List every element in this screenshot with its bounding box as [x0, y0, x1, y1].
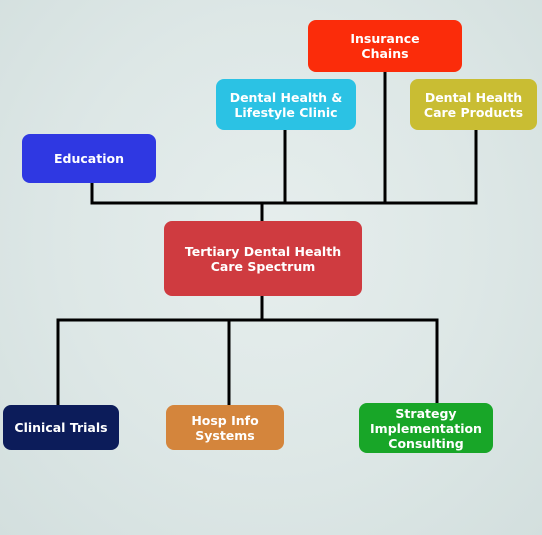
node-clinical-trials: Clinical Trials	[3, 405, 119, 450]
node-education: Education	[22, 134, 156, 183]
node-insurance-chains: Insurance Chains	[308, 20, 462, 72]
node-dental-lifestyle-clinic: Dental Health & Lifestyle Clinic	[216, 79, 356, 130]
node-hosp-info-systems: Hosp Info Systems	[166, 405, 284, 450]
node-tertiary-dental-care-spectrum: Tertiary Dental Health Care Spectrum	[164, 221, 362, 296]
node-strategy-implementation-consulting: Strategy Implementation Consulting	[359, 403, 493, 453]
node-dental-care-products: Dental Health Care Products	[410, 79, 537, 130]
